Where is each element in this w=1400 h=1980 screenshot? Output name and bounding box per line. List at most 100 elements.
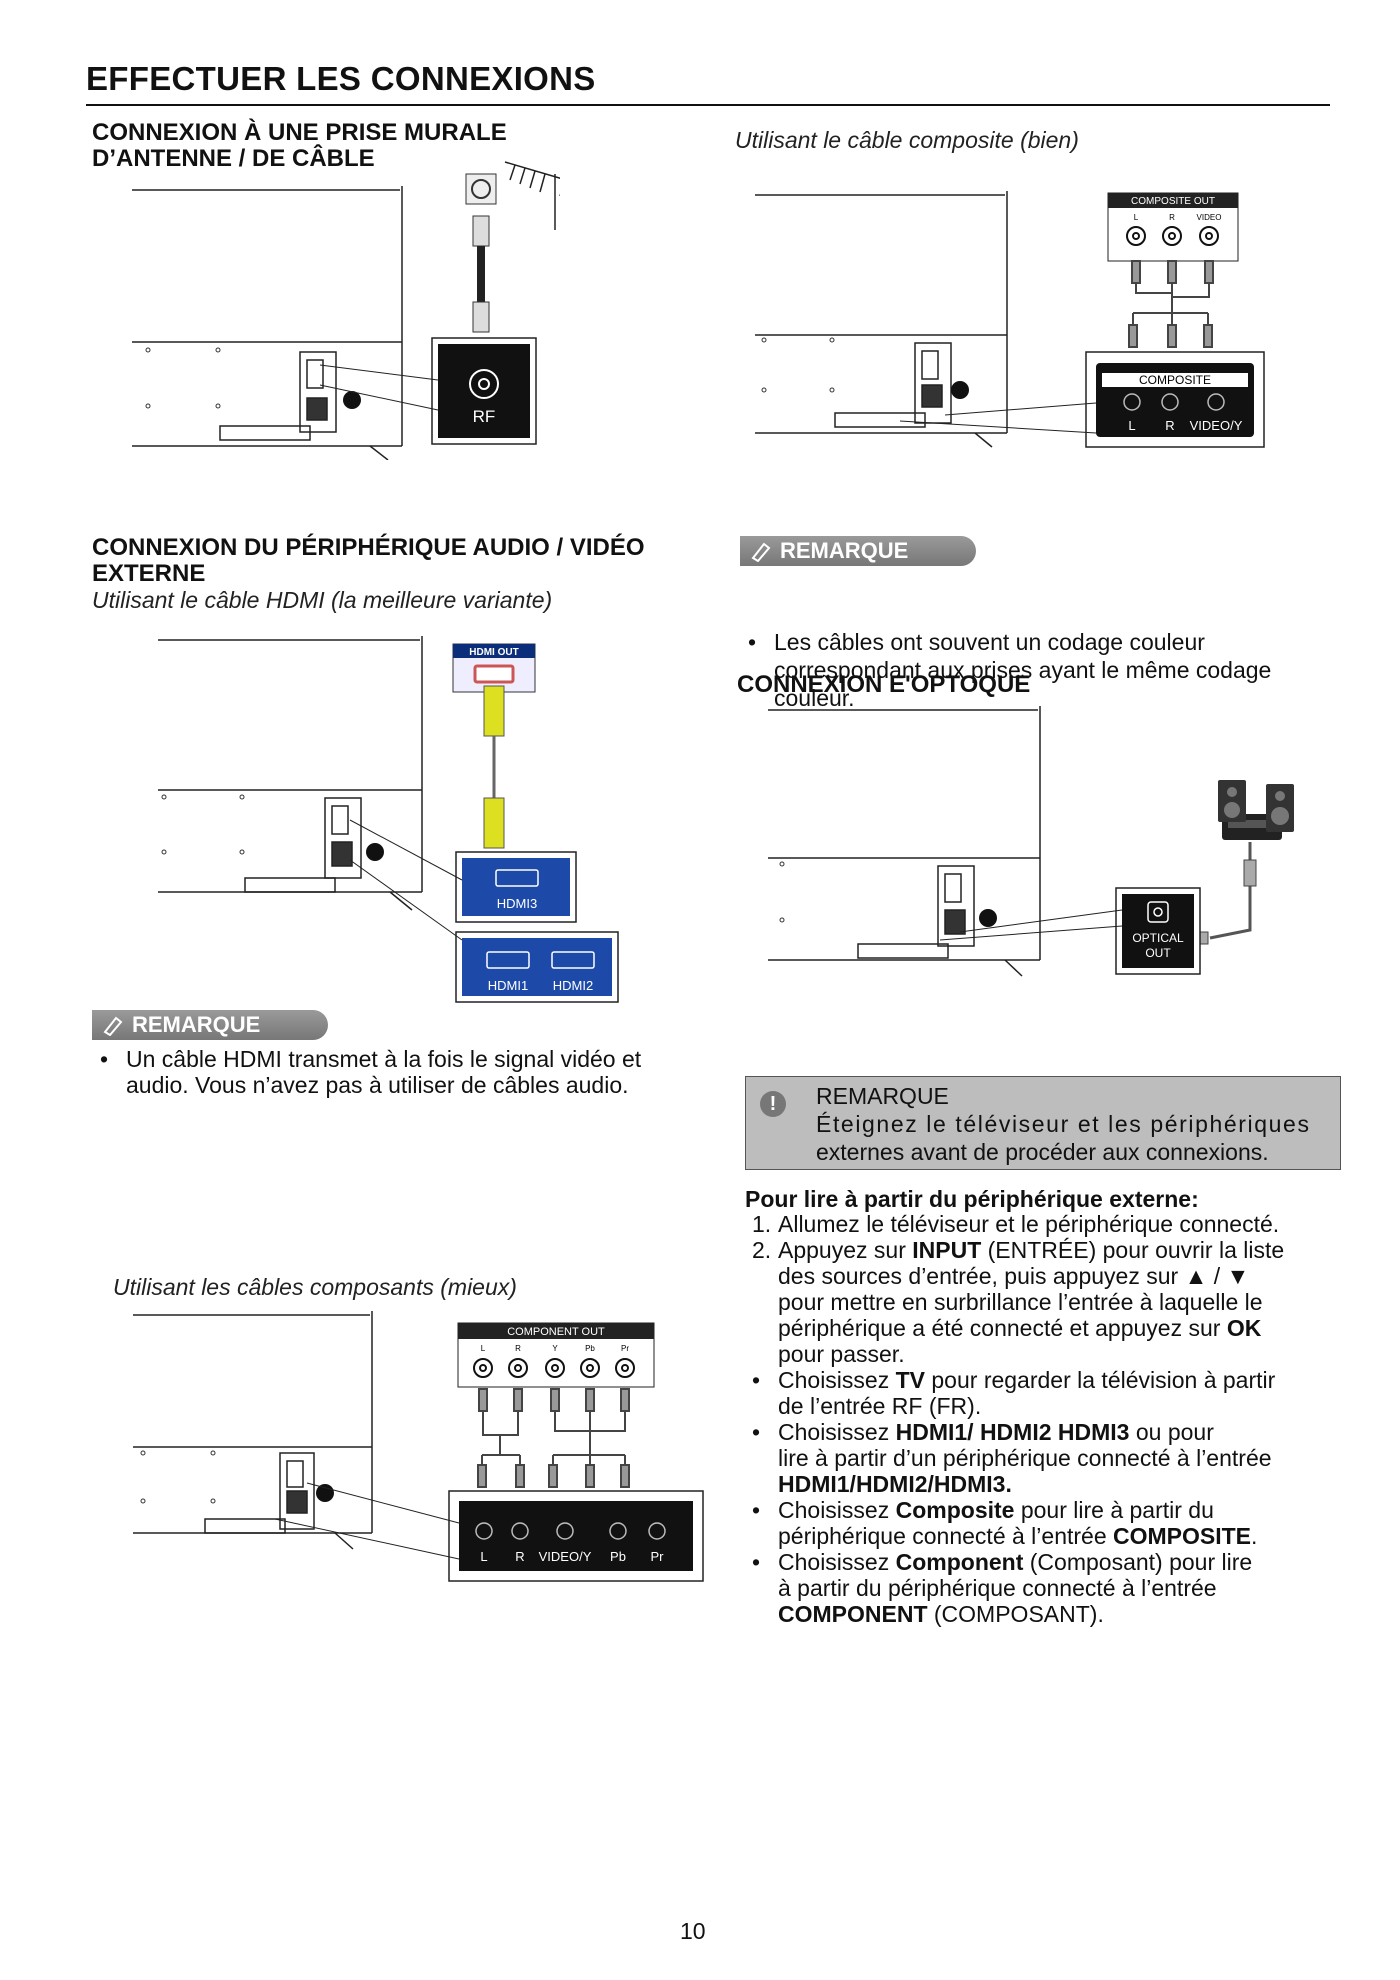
hdmi-out-port-icon <box>473 664 515 684</box>
rf-callout-line <box>319 364 439 381</box>
component-in-label-l: L <box>480 1549 487 1564</box>
bullet-composite-c: périphérique connecté à l’entrée <box>778 1523 1114 1549</box>
component-cables <box>477 1388 630 1488</box>
optical-diagram: OPTICAL OUT <box>768 706 1294 977</box>
step-2: 2. Appuyez sur INPUT (ENTRÉE) pour ouvri… <box>752 1237 1342 1367</box>
warning-line2: externes avant de procéder aux connexion… <box>816 1139 1269 1165</box>
bullet-composite-d: . <box>1251 1523 1258 1549</box>
bullet-component: Choisissez Component (Composant) pour li… <box>748 1549 1342 1627</box>
step-2-text-f: pour passer. <box>778 1341 905 1367</box>
hdmi-subtitle: Utilisant le câble HDMI (la meilleure va… <box>92 587 553 613</box>
step-2-text-b: (ENTRÉE) pour ouvrir la liste <box>981 1237 1285 1263</box>
optical-heading: CONNEXION E'OPTOQUE <box>737 671 1031 698</box>
page-title: EFFECTUER LES CONNEXIONS <box>86 60 596 97</box>
bullet-composite-key: Composite <box>895 1497 1015 1523</box>
rf-port-label: RF <box>473 407 496 426</box>
bullet-composite-b: pour lire à partir du <box>1014 1497 1214 1523</box>
step-1-text: Allumez le téléviseur et le périphérique… <box>778 1211 1280 1237</box>
step-2-number: 2. <box>752 1237 772 1263</box>
antenna-diagram: RF <box>132 161 560 460</box>
component-in-panel <box>459 1501 693 1571</box>
bullet-tv-a: Choisissez <box>778 1367 896 1393</box>
composite-cables <box>1128 260 1214 348</box>
composite-in-title: COMPOSITE <box>1139 373 1211 387</box>
composite-out-label-l: L <box>1134 213 1139 222</box>
optical-cable <box>1209 842 1252 940</box>
bullet-composite-a: Choisissez <box>778 1497 896 1523</box>
bullet-tv-c: de l’entrée RF (FR). <box>778 1393 982 1419</box>
warning-line1: Éteignez le téléviseur et les périphériq… <box>816 1111 1311 1137</box>
bullet-tv-key: TV <box>895 1367 925 1393</box>
component-out-label-l: L <box>481 1344 486 1353</box>
av-heading: CONNEXION DU PÉRIPHÉRIQUE AUDIO / VIDÉO … <box>92 535 645 587</box>
composite-out-jacks <box>1126 226 1219 246</box>
warning-text: Éteignez le téléviseur et les périphériq… <box>816 1110 1336 1166</box>
tv-back-hdmi <box>158 636 423 911</box>
composite-out-label-video: VIDEO <box>1197 213 1222 222</box>
note-hdmi-text: Un câble HDMI transmet à la fois le sign… <box>96 1046 746 1098</box>
rf-jack-icon <box>469 369 499 399</box>
bullet-hdmi-b: ou pour <box>1129 1419 1214 1445</box>
bullet-composite-key2: COMPOSITE <box>1113 1523 1252 1549</box>
hdmi-out-label: HDMI OUT <box>469 647 518 658</box>
bullet-component-b: (Composant) pour lire <box>1023 1549 1253 1575</box>
note-cables-label: REMARQUE <box>780 538 909 563</box>
av-heading-line1: CONNEXION DU PÉRIPHÉRIQUE AUDIO / VIDÉO <box>92 534 645 561</box>
exclamation-icon: ! <box>760 1091 786 1117</box>
optical-jack-icon <box>1147 901 1169 923</box>
input-key-label: INPUT <box>912 1237 982 1263</box>
bullet-component-a: Choisissez <box>778 1549 896 1575</box>
note-cables-text: Les câbles ont souvent un codage couleur… <box>744 628 1374 712</box>
rf-port-panel <box>438 344 530 438</box>
bullet-component-key2: COMPONENT <box>778 1601 928 1627</box>
coax-cable <box>472 215 490 333</box>
component-in-label-pr: Pr <box>651 1549 665 1564</box>
ok-key-label: OK <box>1226 1315 1262 1341</box>
component-diagram: COMPONENT OUT L R Y Pb Pr L R VIDEO/Y Pb… <box>133 1311 704 1582</box>
warning-title: REMARQUE <box>816 1083 949 1109</box>
component-out-jacks <box>473 1358 635 1378</box>
pencil-icon <box>103 1016 123 1036</box>
tv-speaker-hole <box>343 391 361 409</box>
hdmi-diagram: HDMI OUT HDMI3 HDMI1 HDMI2 <box>158 636 619 1003</box>
tv-back-component <box>133 1311 373 1550</box>
composite-out-title: COMPOSITE OUT <box>1131 196 1215 207</box>
component-in-label-r: R <box>515 1549 524 1564</box>
bullet-composite: Choisissez Composite pour lire à partir … <box>748 1497 1342 1549</box>
composite-diagram: COMPOSITE OUT L R VIDEO COMPOSITE L R VI… <box>755 191 1265 448</box>
bullet-tv: Choisissez TV pour regarder la télévisio… <box>748 1367 1342 1419</box>
composite-subtitle: Utilisant le câble composite (bien) <box>735 127 1079 153</box>
step-2-text-a: Appuyez sur <box>778 1237 913 1263</box>
hdmi-cable <box>483 685 505 849</box>
component-out-title: COMPONENT OUT <box>507 1326 605 1338</box>
note-hdmi-badge: REMARQUE <box>92 1010 328 1040</box>
tv-screw-marks <box>145 347 221 409</box>
antenna-heading-line1: CONNEXION À UNE PRISE MURALE <box>92 119 507 146</box>
note-cables-line1: Les câbles ont souvent un codage couleur <box>774 629 1205 655</box>
bullet-component-d: (COMPOSANT). <box>927 1601 1104 1627</box>
hdmi1-label: HDMI1 <box>488 978 528 993</box>
antenna-heading: CONNEXION À UNE PRISE MURALE D’ANTENNE /… <box>92 120 507 172</box>
bullet-tv-b: pour regarder la télévision à partir <box>925 1367 1276 1393</box>
step-2-text-e: périphérique a été connecté et appuyez s… <box>778 1315 1227 1341</box>
bullet-hdmi-c: lire à partir d’un périphérique connecté… <box>778 1445 1272 1471</box>
title-rule <box>86 104 1330 106</box>
home-theater-icon <box>1218 780 1294 840</box>
bullet-hdmi: Choisissez HDMI1/ HDMI2 HDMI3 ou pour li… <box>748 1419 1342 1497</box>
component-out-label-r: R <box>515 1344 521 1353</box>
composite-in-label-l: L <box>1128 418 1135 433</box>
bullet-hdmi-d: HDMI1/HDMI2/HDMI3. <box>778 1471 1012 1497</box>
step-2-text-d: pour mettre en surbrillance l’entrée à l… <box>778 1289 1263 1315</box>
note-cables-line3: couleur. <box>774 685 855 711</box>
antenna-icon <box>504 161 560 230</box>
bullet-hdmi-key: HDMI1/ HDMI2 HDMI3 <box>895 1419 1130 1445</box>
wall-outlet-jack-icon <box>471 179 491 199</box>
tv-back-antenna <box>132 186 403 460</box>
bullet-component-c: à partir du périphérique connecté à l’en… <box>778 1575 1217 1601</box>
page-number: 10 <box>680 1918 706 1944</box>
step-1: 1. Allumez le téléviseur et le périphéri… <box>752 1211 1342 1237</box>
hdmi2-port-icon <box>551 951 595 969</box>
wall-outlet <box>465 173 497 205</box>
note-hdmi-label: REMARQUE <box>132 1012 261 1037</box>
av-heading-line2: EXTERNE <box>92 560 206 587</box>
